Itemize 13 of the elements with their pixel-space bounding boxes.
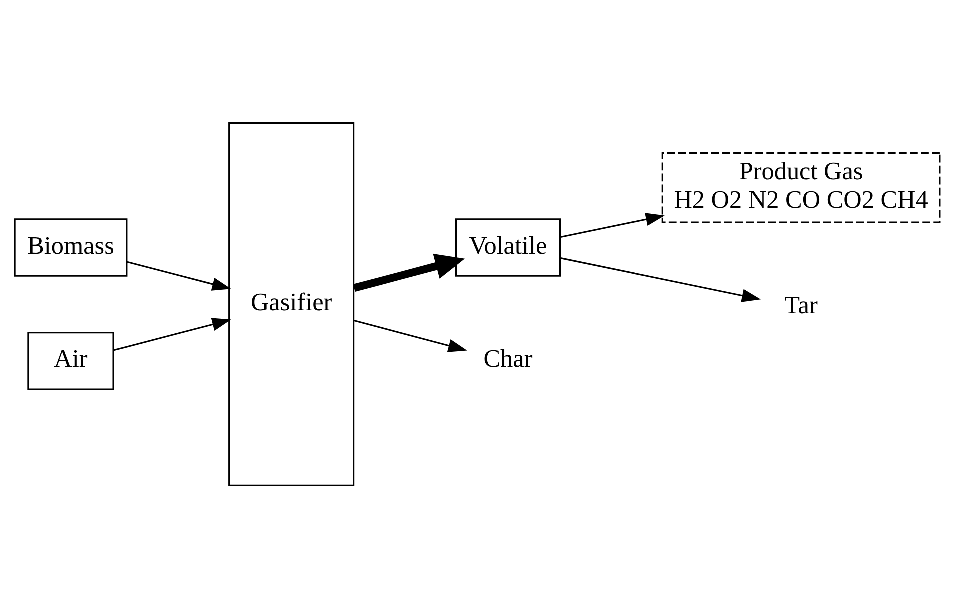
node-box: Biomass	[14, 218, 128, 276]
node-text: Char	[484, 346, 533, 373]
arrow	[354, 320, 468, 352]
arrow	[353, 253, 466, 292]
node-box: Volatile	[455, 218, 561, 276]
node-box: Air	[28, 332, 114, 390]
node-box: Gasifier	[228, 122, 355, 486]
arrow	[560, 256, 762, 302]
arrow	[127, 260, 232, 290]
node-text: Tar	[784, 292, 818, 320]
arrow	[114, 318, 232, 351]
arrow	[560, 212, 665, 238]
node-box: Product Gas H2 O2 N2 CO CO2 CH4	[662, 152, 941, 223]
